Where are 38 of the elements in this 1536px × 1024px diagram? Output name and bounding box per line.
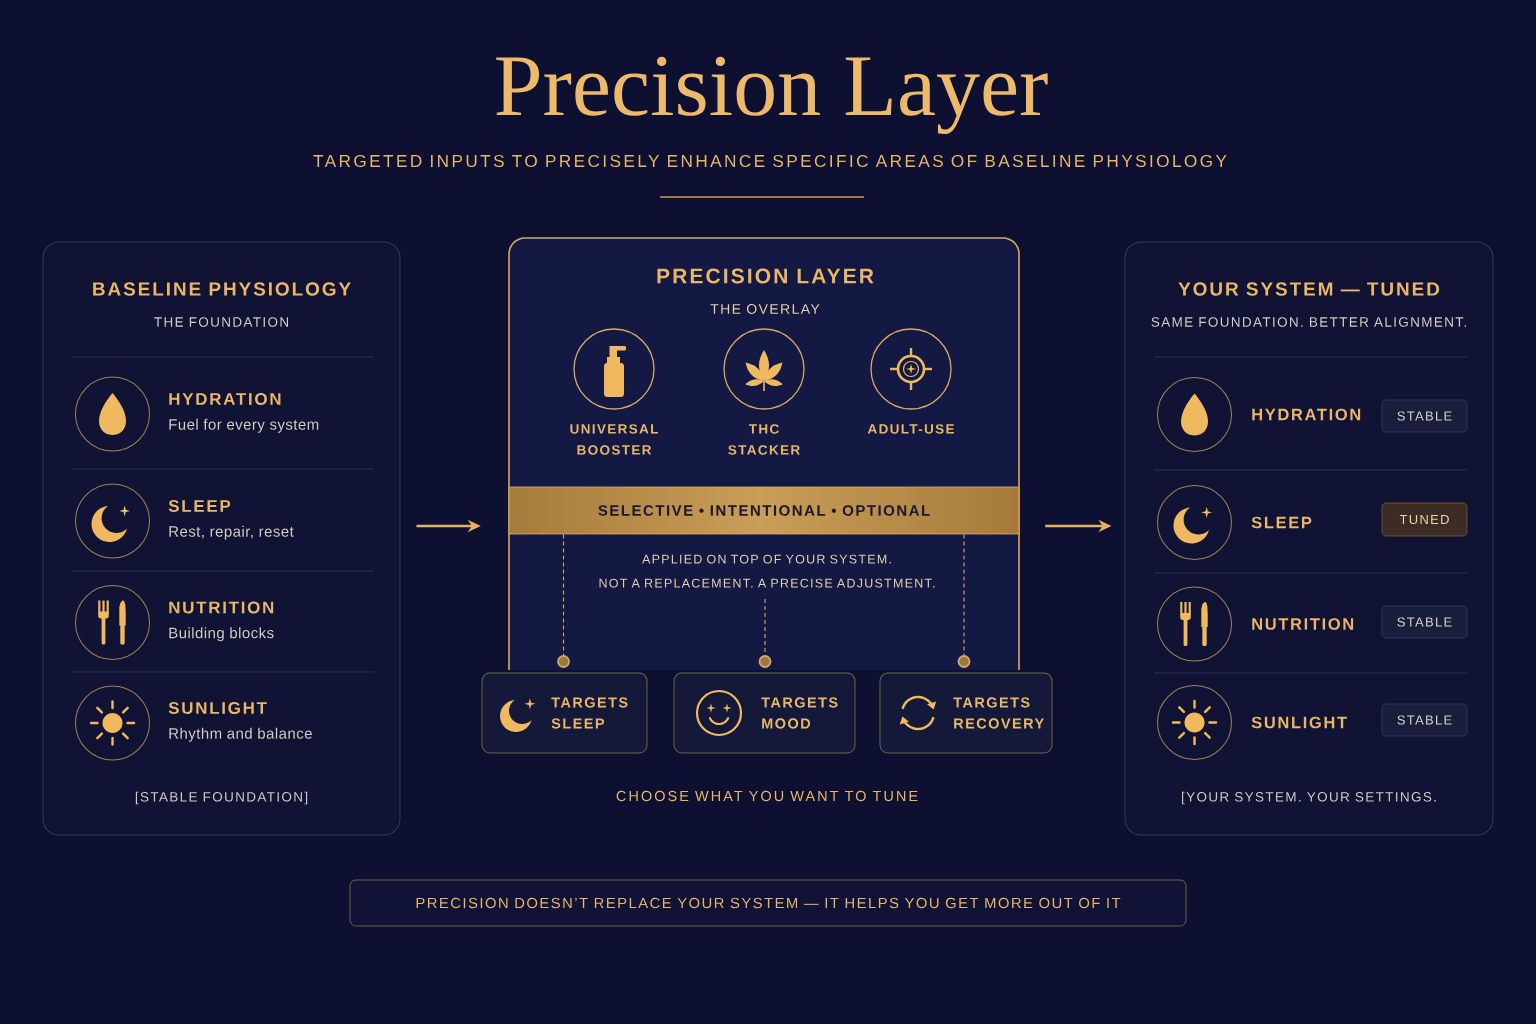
row-title: SUNLIGHT bbox=[1251, 716, 1347, 729]
target-card: TARGETS MOOD bbox=[673, 672, 856, 754]
banner: SELECTIVE • INTENTIONAL • OPTIONAL bbox=[508, 486, 1020, 535]
subtitle: TARGETED INPUTS TO PRECISELY ENHANCE SPECIFIC AREAS OF BASELINE PHYSIOLOGY bbox=[313, 154, 1227, 168]
status-badge: STABLE bbox=[1381, 703, 1468, 737]
row-title: SLEEP bbox=[1251, 516, 1312, 529]
row-description: Rest, repair, reset bbox=[169, 525, 294, 540]
target-card: TARGETS SLEEP bbox=[481, 672, 648, 754]
row-description: Building blocks bbox=[169, 627, 274, 642]
item-label: ADULT-USE bbox=[867, 424, 954, 434]
note-text: APPLIED ON TOP OF YOUR SYSTEM. NOT A REPLACEMENT. A PRECISE ADJUSTMENT. bbox=[599, 554, 935, 588]
footer-note: [STABLE FOUNDATION] bbox=[135, 791, 308, 805]
title: Precision Layer bbox=[496, 56, 1048, 134]
footer-note: [YOUR SYSTEM. YOUR SETTINGS. bbox=[1182, 791, 1436, 805]
prompt-text: CHOOSE WHAT YOU WANT TO TUNE bbox=[616, 790, 918, 802]
row-title: NUTRITION bbox=[169, 601, 274, 614]
panel-heading: BASELINE PHYSIOLOGY bbox=[93, 282, 351, 296]
status-badge: TUNED bbox=[1381, 502, 1468, 537]
row-title: HYDRATION bbox=[1252, 408, 1361, 421]
row-description: Rhythm and balance bbox=[169, 727, 312, 742]
callout-box: PRECISION DOESN’T REPLACE YOUR SYSTEM — IT HELPS YOU GET MORE OUT OF IT bbox=[349, 879, 1187, 927]
panel-subtitle: THE OVERLAY bbox=[710, 304, 820, 314]
panel-subtitle: SAME FOUNDATION. BETTER ALIGNMENT. bbox=[1151, 317, 1466, 327]
row-title: NUTRITION bbox=[1252, 618, 1354, 630]
status-badge: STABLE bbox=[1381, 605, 1468, 639]
dashed-connector bbox=[963, 533, 965, 656]
row-title: SLEEP bbox=[168, 500, 231, 512]
dashed-connector bbox=[562, 533, 565, 656]
item-label: THC STACKER bbox=[728, 424, 800, 455]
panel-heading: YOUR SYSTEM — TUNED bbox=[1178, 282, 1440, 296]
item-label: UNIVERSAL BOOSTER bbox=[570, 424, 658, 455]
panel-subtitle: THE FOUNDATION bbox=[154, 317, 288, 327]
status-badge: STABLE bbox=[1381, 399, 1468, 433]
row-title: HYDRATION bbox=[169, 393, 281, 405]
row-description: Fuel for every system bbox=[169, 418, 319, 433]
row-title: SUNLIGHT bbox=[168, 702, 267, 714]
panel-heading: PRECISION LAYER bbox=[657, 268, 874, 284]
target-card: TARGETS RECOVERY bbox=[879, 672, 1053, 754]
